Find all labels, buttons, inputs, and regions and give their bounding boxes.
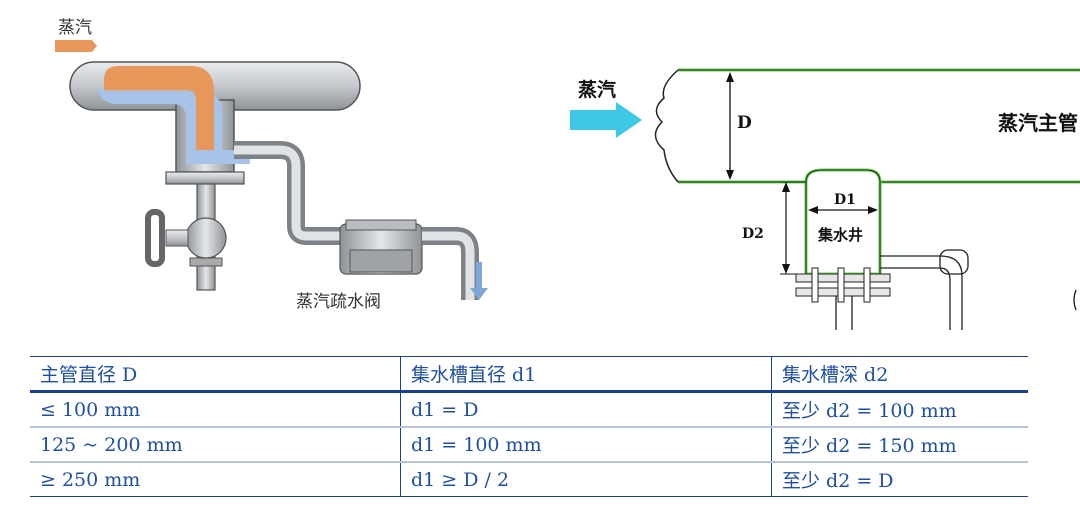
right-collecting-well [804, 168, 882, 276]
header-well-depth: 集水槽深 d2 [771, 356, 1028, 393]
table-cell: 125 ~ 200 mm [30, 427, 401, 463]
left-drain-down-arrow [470, 262, 488, 300]
header-well-diameter: 集水槽直径 d1 [400, 356, 772, 393]
left-trap-label: 蒸汽疏水阀 [296, 292, 381, 312]
table-cell: d1 = 100 mm [400, 427, 772, 463]
drip-leg-sizing-table: 主管直径 D 集水槽直径 d1 集水槽深 d2 ≤ 100 mm d1 = D … [30, 356, 1028, 497]
steam-arrow-left [55, 40, 97, 52]
left-steam-label: 蒸汽 [58, 18, 92, 38]
right-drip-leg-diagram: 蒸汽 D 蒸汽主管 D1 集水井 D2 [570, 68, 1080, 330]
left-steam-fill [104, 66, 214, 150]
table-row: 125 ~ 200 mm d1 = 100 mm 至少 d2 = 150 mm [30, 427, 1028, 463]
left-gate-valve [145, 209, 227, 267]
right-well-label: 集水井 [817, 226, 863, 244]
right-d1-label: D1 [834, 192, 856, 208]
table-cell: 至少 d2 = 100 mm [771, 391, 1028, 428]
table-row: ≤ 100 mm d1 = D 至少 d2 = 100 mm [30, 391, 1028, 428]
header-main-pipe-diameter: 主管直径 D [30, 356, 401, 393]
table-cell: 至少 d2 = D [771, 462, 1028, 497]
table-header-row: 主管直径 D 集水槽直径 d1 集水槽深 d2 [30, 356, 1028, 393]
right-d-label: D [737, 113, 752, 133]
right-d2-label: D2 [742, 226, 764, 242]
right-steam-label: 蒸汽 [578, 78, 616, 101]
table-row: ≥ 250 mm d1 ≥ D / 2 至少 d2 = D [30, 462, 1028, 497]
table-cell: d1 ≥ D / 2 [400, 462, 772, 497]
steam-arrow-right [570, 102, 642, 138]
table-cell: ≤ 100 mm [30, 391, 401, 428]
table-cell: 至少 d2 = 150 mm [771, 427, 1028, 463]
right-main-pipe-broken-end [654, 69, 679, 183]
left-trap-outlet-pipe [422, 227, 479, 300]
right-main-pipe-label: 蒸汽主管 [998, 111, 1078, 135]
left-steam-trap [339, 219, 423, 275]
right-flange [795, 267, 891, 303]
right-outlet-pipe [880, 255, 963, 330]
steam-drainage-diagram: 蒸汽 蒸汽疏水阀 [55, 18, 1080, 330]
left-flange [165, 171, 245, 185]
left-drip-leg-diagram: 蒸汽 蒸汽疏水阀 [55, 18, 488, 312]
table-cell: ≥ 250 mm [30, 462, 401, 497]
table-cell: d1 = D [400, 391, 772, 428]
